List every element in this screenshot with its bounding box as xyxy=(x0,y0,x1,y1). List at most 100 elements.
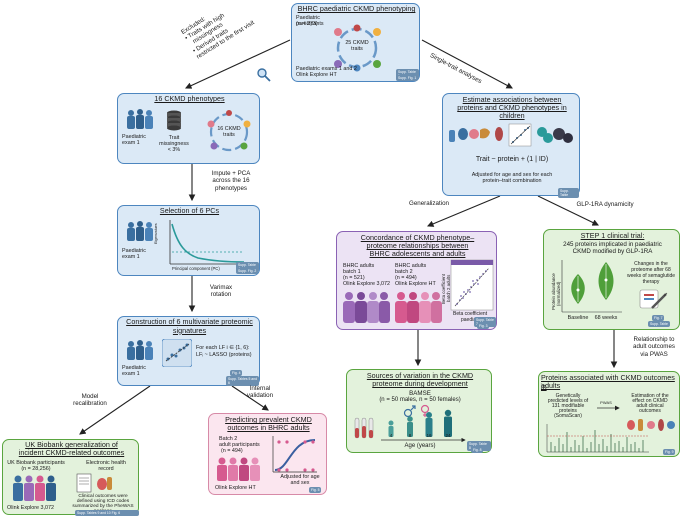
phen16-box: 16 CKMD phenotypes Paediatric exam 1 Tra… xyxy=(117,93,260,164)
ukb-clinical-3: summarized by the PheWAS xyxy=(72,504,134,509)
pwas-tag: Fig. 9 xyxy=(663,449,676,455)
estimate-formula: Trait ~ protein + (1 | ID) xyxy=(475,156,549,163)
impute-line-3: phenotypes xyxy=(215,184,247,192)
pwas-box: Proteins associated with CKMD outcomes i… xyxy=(538,371,680,457)
prevalent-people xyxy=(215,456,261,482)
estimate-tag: Supp. Table xyxy=(558,188,579,198)
pcs-title: Selection of 6 PCs xyxy=(159,206,220,215)
phen16-traits: 16 CKMD traits xyxy=(217,126,241,139)
sources-age-3: 24 xyxy=(445,433,451,438)
signatures-box: Construction of 6 multivariate proteomic… xyxy=(117,316,260,386)
sources-age-0: 4 xyxy=(389,433,393,438)
pwas-gen-4: proteins xyxy=(559,408,577,414)
age-silhouettes xyxy=(381,409,466,443)
sig-tag-1: Fig. 4 xyxy=(230,370,243,376)
estimate-adjust-1: Adjusted for age and sex for each xyxy=(471,172,553,178)
impute-label: Impute + PCA across the 16 phenotypes xyxy=(196,170,266,192)
prevalent-title-1: Predicting prevalent CKMD xyxy=(225,415,312,424)
pwas-gen-2: predicted levels of xyxy=(547,398,589,404)
relationship-line-1: Relationship to xyxy=(633,336,675,343)
step1-tag-1: Fig. 7 xyxy=(652,315,665,321)
prevalent-adjust-2: and sex xyxy=(290,480,310,486)
step1-title: STEP 1 clinical trial: xyxy=(580,231,645,240)
ukb-tag: Supp. Tables 9 and 10 Fig. 6 xyxy=(75,510,139,516)
varimax-label: Varimax rotation xyxy=(196,284,246,299)
phen16-people xyxy=(124,108,154,130)
step1-box: STEP 1 clinical trial: 245 proteins impl… xyxy=(543,229,680,330)
concordance-box: Concordance of CKMD phenotype– proteome … xyxy=(336,231,497,330)
organ-icons xyxy=(447,122,577,148)
conc-people-pink xyxy=(393,290,443,324)
step1-tag-2: Supp. Table xyxy=(648,321,670,327)
varimax-line-1: Varimax xyxy=(209,284,233,291)
phen16-exam: Paediatric exam 1 xyxy=(122,134,146,147)
syringe-icon xyxy=(638,288,668,312)
sources-tag-1: Supp. Table 8 xyxy=(467,441,491,451)
conc-b1-1: BHRC adults xyxy=(343,263,375,269)
conc-xlabel-1: Beta coefficient xyxy=(453,311,488,317)
ukb-ehr-2: record xyxy=(98,466,114,472)
conc-b2-2: batch 2 xyxy=(395,269,413,275)
sig-formula-1: For each LF i ∈ {1, 6}: xyxy=(196,345,250,351)
sources-title-1: Sources of variation in the CKMD xyxy=(366,371,474,380)
relationship-label: Relationship to adult outcomes via PWAS xyxy=(624,336,684,358)
ukb-clinical-1: Clinical outcomes were xyxy=(78,494,128,499)
estimate-title-1: Estimate associations between xyxy=(462,95,562,104)
model-recal-line-1: Model xyxy=(81,393,99,400)
internal-val-label: Internal validation xyxy=(237,385,283,400)
sources-cohort: BAMSE xyxy=(409,390,431,397)
conc-title-3: BHRC adolescents and adults xyxy=(369,249,466,258)
ukb-clinical-2: defined using ICD codes xyxy=(76,499,130,504)
scree-plot xyxy=(169,220,246,265)
database-icon xyxy=(166,110,182,131)
pwas-title-1: Proteins associated with CKMD outcomes i… xyxy=(541,373,675,391)
sources-n: (n = 50 males, n = 50 females) xyxy=(379,397,461,403)
estimate-adjust-2: protein–trait combination xyxy=(482,178,542,184)
scree-ylabel: Eigenvalues xyxy=(154,223,158,244)
prevalent-batch-2: adult participants xyxy=(219,442,260,448)
conc-ylabel-2: batch 2 adults xyxy=(446,274,451,302)
step1-sub-1: 245 proteins implicated in paediatric xyxy=(563,241,662,248)
phen16-missing-1: Trait xyxy=(168,135,180,141)
prevalent-title-2: outcomes in BHRC adults xyxy=(227,423,310,432)
impute-line-2: across the 16 xyxy=(212,177,250,185)
top-box: BHRC paediatric CKMD phenotyping Paediat… xyxy=(291,3,420,82)
pwas-gen-5: (SomaScan) xyxy=(554,413,582,419)
sig-tag-2: Supp. Tables 5 and 6 xyxy=(226,376,259,386)
prevalent-tag: Fig. 5 xyxy=(309,487,322,493)
sig-exam: Paediatric exam 1 xyxy=(122,365,146,378)
pwas-gen-3: 131 modifiable xyxy=(551,403,585,409)
sources-age-1: 8 xyxy=(408,433,412,438)
model-recal-label: Model recalibration xyxy=(64,393,116,408)
step1-changes-4: therapy xyxy=(642,279,660,285)
ukb-people xyxy=(11,474,57,502)
top-traits: 25 CKMD traits xyxy=(345,40,369,53)
impute-line-1: Impute + PCA xyxy=(211,170,251,177)
top-participants: Paediatric participants xyxy=(296,15,324,28)
top-title: BHRC paediatric CKMD phenotyping xyxy=(297,4,416,13)
step1-changes-3: weeks of semaglutide xyxy=(626,273,676,279)
conc-tag-2: Fig. 3 xyxy=(477,323,490,329)
pwas-est-2: effect on CKMD xyxy=(632,398,668,404)
step1-changes-1: Changes in the xyxy=(634,261,668,267)
conc-scatter xyxy=(450,259,494,311)
signatures-title: Construction of 6 multivariate proteomic… xyxy=(126,317,253,335)
magnifier-icon xyxy=(257,68,271,82)
internal-val-line-1: Internal xyxy=(249,385,271,392)
record-icon xyxy=(75,473,112,493)
estimate-box: Estimate associations between proteins a… xyxy=(442,93,580,198)
prevalent-curve xyxy=(272,436,317,473)
pwas-title-2: adults xyxy=(541,381,561,390)
ukb-platform: Olink Explore 3,072 xyxy=(7,505,55,511)
sig-people xyxy=(124,339,154,361)
prevalent-batch-1: Batch 2 xyxy=(219,436,238,442)
ukb-title-2: incident CKMD-related outcomes xyxy=(18,448,125,457)
sources-xlabel: Age (years) xyxy=(404,443,436,449)
sources-box: Sources of variation in the CKMD proteom… xyxy=(346,369,492,453)
ukb-n: (n = 28,256) xyxy=(21,466,51,472)
scree-xlabel: Principal component (PC) xyxy=(172,266,220,271)
sources-tag-2: Fig. 8 xyxy=(471,447,484,453)
step1-x1: Baseline xyxy=(567,315,589,321)
step1-sub-2: CKMD modified by GLP-1RA xyxy=(572,248,653,255)
